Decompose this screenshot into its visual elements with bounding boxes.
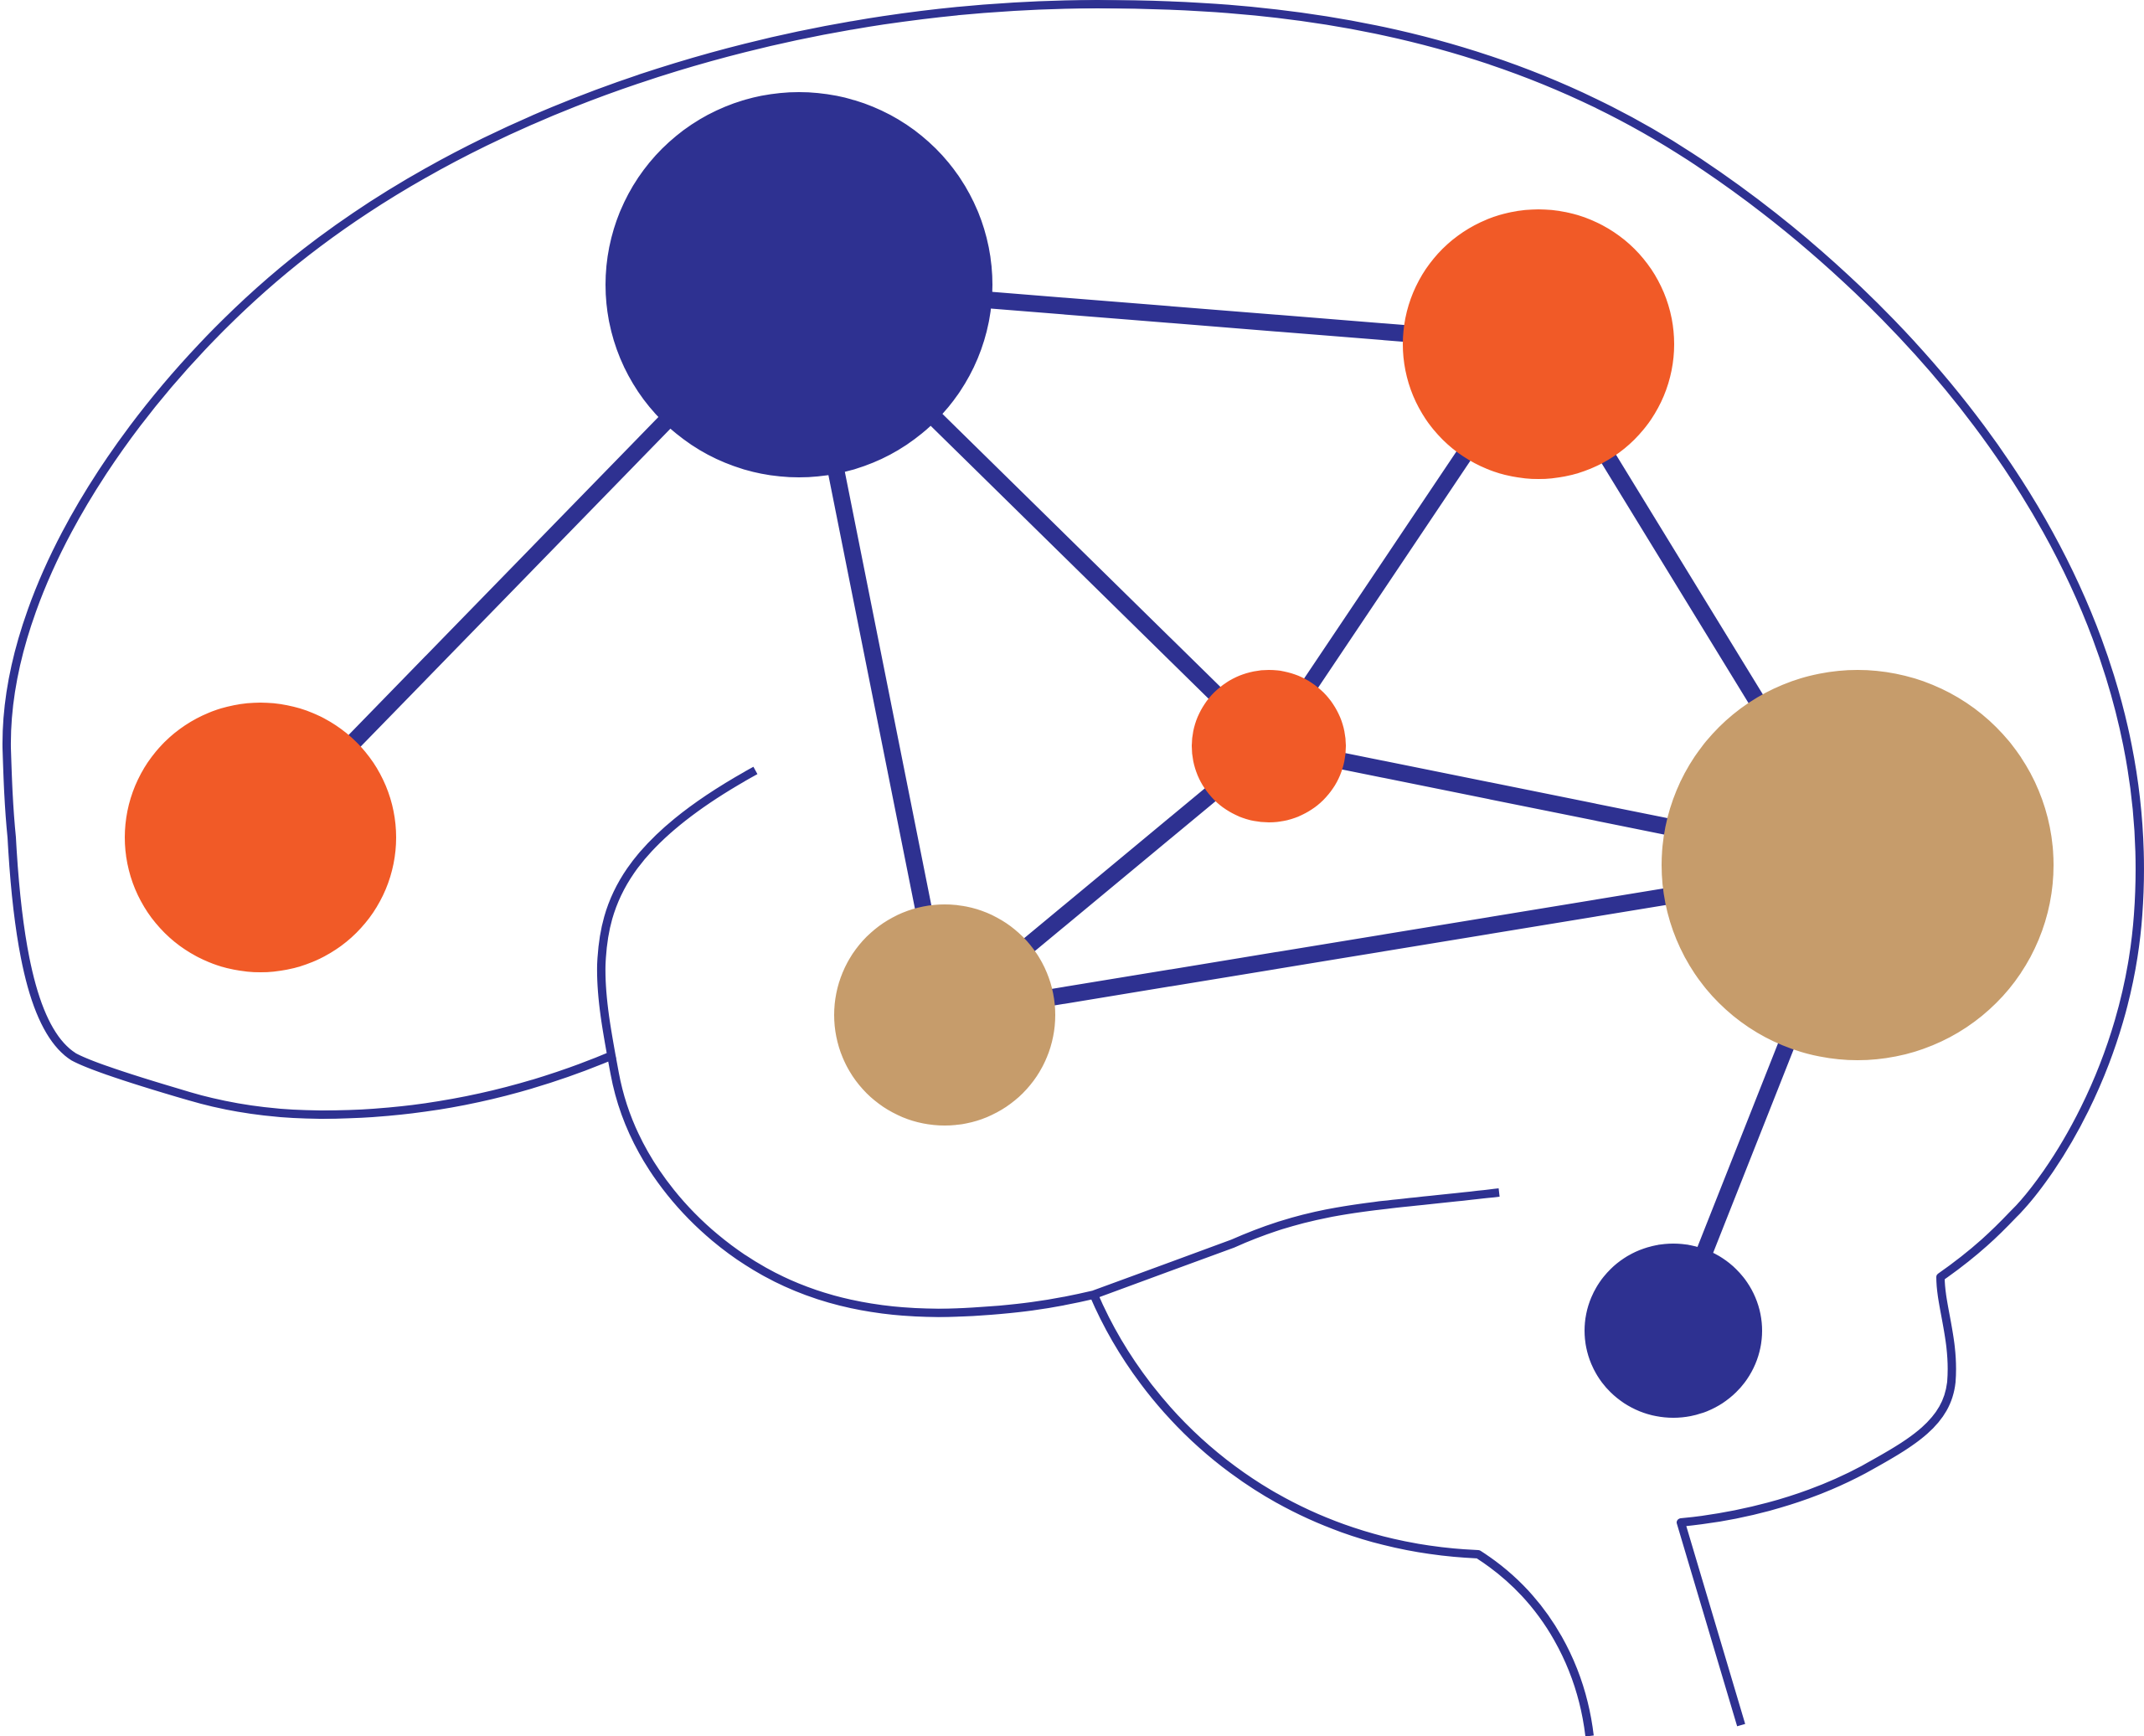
network-node-orange-medium xyxy=(1403,209,1674,479)
network-node-orange-small xyxy=(1192,670,1346,822)
network-node-navy-small xyxy=(1585,1244,1762,1418)
network-nodes xyxy=(125,92,2054,1418)
network-node-tan-medium xyxy=(834,904,1055,1126)
network-node-orange-medium xyxy=(125,703,396,972)
brain-stem-front xyxy=(1090,1293,1594,1736)
network-node-tan-large xyxy=(1662,670,2054,1060)
brain-inner-fold xyxy=(596,766,1500,1317)
network-node-navy-large xyxy=(606,92,992,477)
